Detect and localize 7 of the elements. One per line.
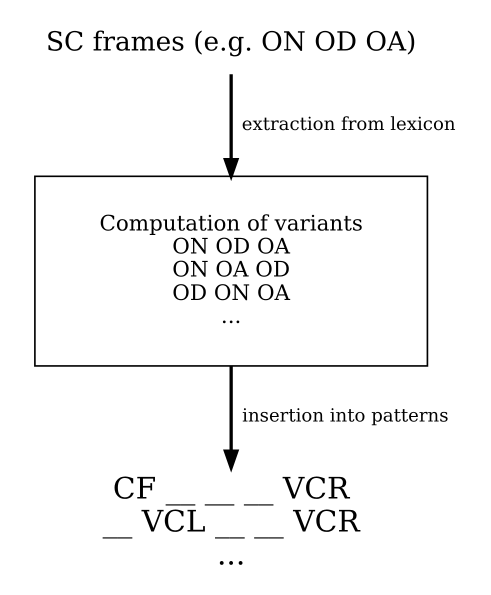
edge-label: insertion into patterns [242,406,448,427]
edge-label: extraction from lexicon [241,114,456,135]
node-text: SC frames (e.g. ON OD OA) [45,28,416,58]
node-box: Computation of variants ON OD OA ON OA OD OD ON OA ... [34,175,428,367]
arrow [222,74,239,182]
node-text: CF __ __ __ VCR __ VCL __ __ VCR ... [102,470,360,572]
arrow [222,366,239,473]
